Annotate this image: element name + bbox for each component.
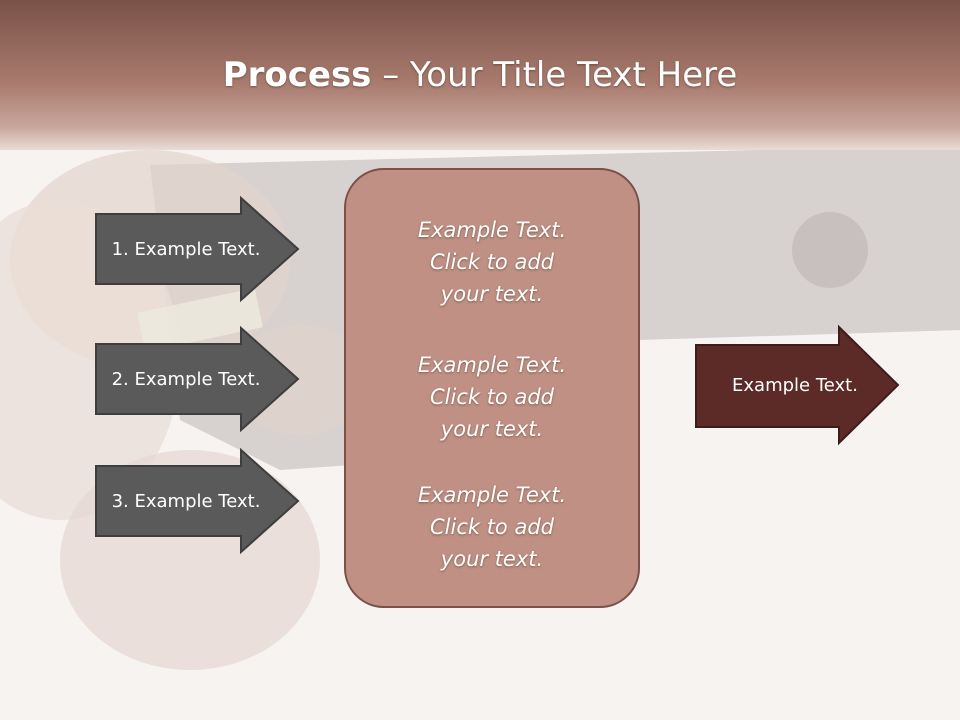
output-arrow[interactable]: Example Text.	[695, 324, 900, 446]
step-label-3: 3. Example Text.	[111, 490, 261, 512]
step-label-2: 2. Example Text.	[111, 368, 261, 390]
paragraph-line: Example Text.	[417, 483, 567, 507]
paragraph-line: Click to add	[429, 385, 554, 409]
paragraph-line: Example Text.	[417, 353, 567, 377]
page-title: Process – Your Title Text Here	[0, 52, 960, 98]
step-arrow-2[interactable]: 2. Example Text.	[95, 325, 300, 433]
step-arrow-1[interactable]: 1. Example Text.	[95, 195, 300, 303]
paragraph-line: Click to add	[429, 515, 554, 539]
paragraph-line: Click to add	[429, 250, 554, 274]
step-arrow-shape	[95, 447, 300, 555]
paragraph-line: your text.	[440, 547, 544, 571]
center-paragraph-2: Example Text. Click to add your text.	[346, 349, 638, 445]
title-bold: Process	[222, 55, 372, 95]
step-label-1: 1. Example Text.	[111, 238, 261, 260]
title-rest: – Your Title Text Here	[371, 55, 738, 95]
paragraph-line: Example Text.	[417, 218, 567, 242]
paragraph-line: your text.	[440, 417, 544, 441]
center-paragraph-3: Example Text. Click to add your text.	[346, 479, 638, 575]
center-paragraph-1: Example Text. Click to add your text.	[346, 214, 638, 310]
step-arrow-shape	[95, 325, 300, 433]
center-text-box[interactable]: Example Text. Click to add your text. Ex…	[344, 168, 640, 608]
step-arrow-shape	[95, 195, 300, 303]
paragraph-line: your text.	[440, 282, 544, 306]
output-label: Example Text.	[732, 374, 858, 396]
step-arrow-3[interactable]: 3. Example Text.	[95, 447, 300, 555]
output-arrow-shape	[695, 324, 900, 446]
